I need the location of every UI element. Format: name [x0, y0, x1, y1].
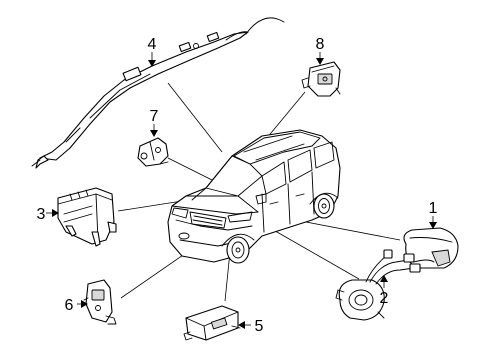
callout-6: 6: [65, 297, 74, 314]
passenger-airbag-part: [57, 187, 117, 247]
vehicle-suv: [167, 129, 341, 264]
callout-4: 4: [148, 36, 157, 53]
leader-lines: [117, 82, 401, 302]
curtain-airbag-part: [31, 17, 285, 169]
callout-5: 5: [255, 318, 264, 335]
callout-arrows: [46, 52, 437, 329]
callout-8: 8: [316, 36, 325, 53]
callout-3: 3: [37, 206, 46, 223]
callout-1: 1: [429, 200, 438, 217]
srs-control-module-part: [183, 305, 241, 341]
side-sensor-part: [301, 61, 341, 97]
callout-7: 7: [150, 108, 159, 125]
callout-2: 2: [380, 290, 389, 307]
leader-line-4: [167, 82, 223, 153]
clock-spring-part: [335, 249, 421, 321]
front-sensor-part: [137, 137, 169, 167]
side-airbag-sensor-part: [83, 279, 117, 325]
